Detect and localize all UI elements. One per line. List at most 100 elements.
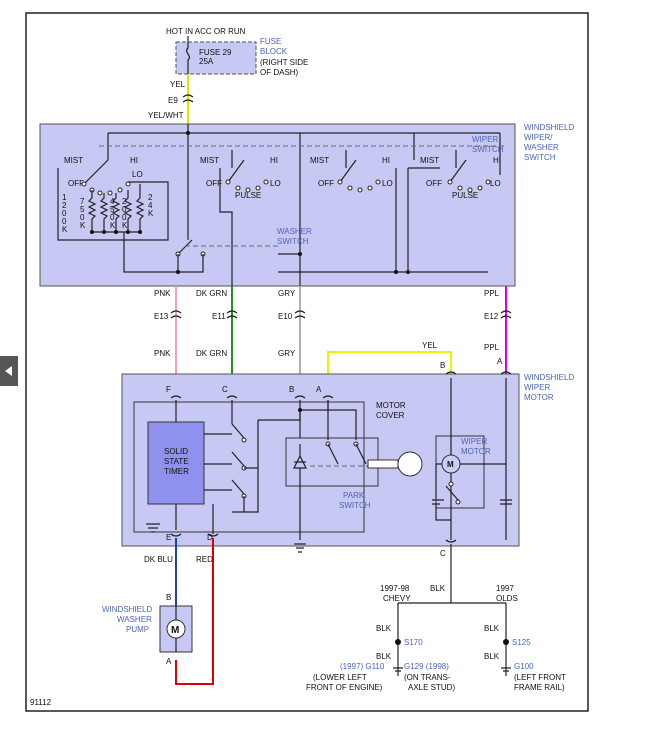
timer-label-1: SOLID: [164, 447, 188, 456]
s125-label: S125: [512, 638, 531, 647]
ground-g110-symbol: [393, 667, 403, 672]
svg-text:K: K: [110, 221, 116, 230]
motor-title-3: MOTOR: [524, 393, 554, 402]
mist-label-4: MIST: [420, 156, 439, 165]
red-wire: [175, 538, 214, 685]
svg-text:K: K: [80, 221, 86, 230]
hi-label-4: HI: [493, 156, 501, 165]
svg-text:2: 2: [122, 197, 127, 206]
splice-s125: [503, 639, 509, 645]
svg-text:0: 0: [80, 213, 85, 222]
resistor-zigzag-1: [87, 190, 97, 232]
fuse-rating: 25A: [199, 57, 214, 66]
timer-label-2: STATE: [164, 457, 189, 466]
pulse-label-4: PULSE: [452, 191, 478, 200]
motor-cover-label: MOTOR: [376, 401, 406, 410]
svg-text:0: 0: [122, 213, 127, 222]
resistor-zigzag-3: [111, 193, 121, 232]
splice-s170: [395, 639, 401, 645]
wiper-switch-label-2: SWITCH: [472, 145, 504, 154]
pin-b-label: B: [289, 385, 294, 394]
pin-d-label: D: [207, 533, 213, 542]
red-label: RED: [196, 555, 213, 564]
wiper-motor-label: WIPER: [461, 437, 487, 446]
park-cam: [397, 451, 423, 477]
pin-c-label: C: [222, 385, 228, 394]
switch-title-4: SWITCH: [524, 153, 556, 162]
e12-label: E12: [484, 312, 499, 321]
switch-contact-3: [339, 159, 357, 183]
blk-label-chevy-1: BLK: [376, 624, 392, 633]
svg-text:2: 2: [148, 193, 153, 202]
pump-m: M: [171, 625, 179, 636]
lo-label-1: LO: [132, 170, 143, 179]
g129-location-1: (ON TRANS-: [404, 673, 451, 682]
lo-label-3: LO: [382, 179, 393, 188]
g110-location-2: FRONT OF ENGINE): [306, 683, 383, 692]
hi-label-2: HI: [270, 156, 278, 165]
diagram-id: 91112: [30, 698, 52, 707]
resistor-zigzag-4: [123, 190, 133, 232]
hot-label: HOT IN ACC OR RUN: [166, 27, 246, 36]
g129-location-2: AXLE STUD): [408, 683, 455, 692]
fuse-block-location-2: OF DASH): [260, 68, 299, 77]
motor-pin-a-label: A: [497, 357, 503, 366]
svg-text:2: 2: [62, 201, 67, 210]
e10-label: E10: [278, 312, 293, 321]
g129-label: G129 (1998): [404, 662, 449, 671]
switch-title-3: WASHER: [524, 143, 559, 152]
park-diode: [293, 410, 307, 482]
svg-text:K: K: [122, 221, 128, 230]
svg-text:5: 5: [110, 205, 115, 214]
switch-title-1: WINDSHIELD: [524, 123, 574, 132]
solid-state-timer: [147, 421, 205, 505]
park-switch-label: PARK: [343, 491, 365, 500]
blk-label-main: BLK: [430, 584, 446, 593]
mist-label-3: MIST: [310, 156, 329, 165]
timer-label-3: TIMER: [164, 467, 189, 476]
yel-label: YEL: [170, 80, 186, 89]
s170-label: S170: [404, 638, 423, 647]
svg-text:4: 4: [110, 197, 115, 206]
e11-label: E11: [212, 312, 226, 321]
resistor-1200k: 12 00 K: [62, 193, 68, 234]
fuse-block-label-2: BLOCK: [260, 47, 288, 56]
resistor-zigzag-2: [99, 193, 109, 232]
pump-label-1: WINDSHIELD: [102, 605, 152, 614]
wiper-motor-m: M: [447, 460, 454, 469]
svg-text:7: 7: [80, 197, 85, 206]
pin-e-label: E: [166, 533, 171, 542]
connector-e13: [170, 310, 182, 319]
motor-title-1: WINDSHIELD: [524, 373, 574, 382]
off-label-3: OFF: [318, 179, 334, 188]
switch-contact-4: [449, 159, 467, 183]
gry-label-bottom: GRY: [278, 349, 296, 358]
fuse-29: [185, 42, 191, 74]
blk-label-olds-2: BLK: [484, 652, 500, 661]
motor-pin-c: [445, 539, 457, 543]
svg-text:5: 5: [80, 205, 85, 214]
resistor-200k: 20 0K: [122, 197, 128, 230]
switch-contact-1: [83, 159, 109, 185]
ppl-label-bottom: PPL: [484, 343, 500, 352]
mist-label-2: MIST: [200, 156, 219, 165]
blk-label-chevy-2: BLK: [376, 652, 392, 661]
diagram-frame: [25, 12, 589, 712]
resistor-zigzag-5: [135, 184, 145, 232]
pnk-label-bottom: PNK: [154, 349, 171, 358]
pulse-label-2: PULSE: [235, 191, 261, 200]
hi-label-3: HI: [382, 156, 390, 165]
fuse-block-label: FUSE: [260, 37, 281, 46]
connector-e10: [294, 310, 306, 319]
previous-arrow-button[interactable]: [0, 356, 18, 386]
resistor-750k: 75 0K: [80, 197, 86, 230]
blk-label-olds-1: BLK: [484, 624, 500, 633]
wiper-motor-label-2: MOTOR: [461, 447, 491, 456]
olds-years: 1997: [496, 584, 514, 593]
e13-label: E13: [154, 312, 169, 321]
motor-ground: [294, 482, 306, 553]
ppl-label-top: PPL: [484, 289, 500, 298]
gry-label-top: GRY: [278, 289, 296, 298]
park-switch-label-2: SWITCH: [339, 501, 371, 510]
